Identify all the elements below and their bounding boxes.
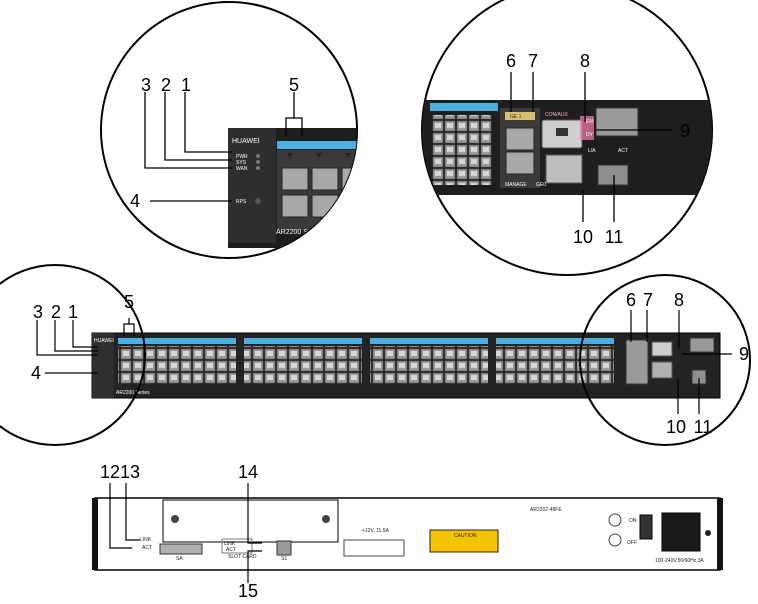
rear-model-label: AR2202-48FE xyxy=(530,507,562,513)
pwr-led xyxy=(256,154,260,158)
callout-11: 11 xyxy=(605,227,624,247)
zoom-circle-right: GE 1 CON/AUX EN DY L/A ACT MANAGE GE0 6 … xyxy=(421,0,713,276)
port-number-strip xyxy=(277,141,357,149)
slot-card xyxy=(162,499,339,543)
model-label-zoom: AR2200 S xyxy=(276,229,308,236)
callout-5: 5 xyxy=(289,75,299,95)
callout-1: 1 xyxy=(181,75,191,95)
port-module-3 xyxy=(370,338,488,384)
dc-input-label: +12V, 11.5A xyxy=(362,528,389,534)
mgmt-label: MANAGE xyxy=(505,182,527,188)
la-label: L/A xyxy=(588,148,596,154)
callout-9: 9 xyxy=(680,121,690,141)
link-label-s1: LINK xyxy=(224,541,236,547)
zoom-circle-left: HUAWEI PWR SYS WAN RPS AR2200 S 1 2 3 4 … xyxy=(100,1,358,259)
callout-14: 14 xyxy=(238,462,258,482)
callout-12: 12 xyxy=(100,462,120,482)
rps-label: RPS xyxy=(236,199,247,205)
callout-7-front: 7 xyxy=(643,290,653,310)
port-module-4 xyxy=(496,338,614,384)
on-label: ON xyxy=(629,518,637,524)
callout-13: 13 xyxy=(120,462,140,482)
callout-4: 4 xyxy=(130,191,140,211)
en-label: EN xyxy=(586,119,593,125)
front-panel: HUAWEI AR2200 Series xyxy=(91,332,721,399)
rear-panel: LINK ACT SA LINK ACT SLOT CARD S1 +12V, … xyxy=(92,462,723,601)
pwr-label: PWR xyxy=(236,154,248,160)
callout-3: 3 xyxy=(141,75,151,95)
port-module-2 xyxy=(244,338,362,384)
wan-led xyxy=(256,166,260,170)
callout-2: 2 xyxy=(161,75,171,95)
ge0-label: GE0 xyxy=(536,182,546,188)
zoom-circle-small-right: 6 7 8 9 10 11 xyxy=(579,274,751,446)
caution-text: CAUTION xyxy=(454,533,477,539)
act-label-s1: ACT xyxy=(226,547,236,553)
callout-15: 15 xyxy=(238,581,258,601)
callout-3-front: 3 xyxy=(33,302,43,322)
con-aux-label: CON/AUX xyxy=(545,112,568,118)
sys-label: SYS xyxy=(236,160,247,166)
port-module-1 xyxy=(118,338,236,384)
callout-9-front: 9 xyxy=(739,344,749,364)
caution-label xyxy=(429,529,499,553)
dy-label: DY xyxy=(586,132,594,138)
front-brand: HUAWEI xyxy=(94,338,114,344)
callout-8-front: 8 xyxy=(674,290,684,310)
act-label: ACT xyxy=(618,148,628,154)
off-label: OFF xyxy=(627,540,637,546)
ge1-label: GE 1 xyxy=(510,114,522,120)
callout-1-front: 1 xyxy=(68,302,78,322)
brand-label: HUAWEI xyxy=(232,138,260,145)
callout-6: 6 xyxy=(506,51,516,71)
s1-label: S1 xyxy=(281,556,287,562)
act-label-sa: ACT xyxy=(142,545,152,551)
wan-label: WAN xyxy=(236,166,248,172)
slot-card-label: SLOT CARD xyxy=(228,554,257,560)
callout-5-front: 5 xyxy=(124,292,134,312)
sys-led xyxy=(256,160,260,164)
callout-8: 8 xyxy=(580,51,590,71)
rps-led xyxy=(255,198,261,204)
zoom-circle-small-left: 1 2 3 4 5 xyxy=(0,264,146,446)
power-switch xyxy=(639,514,653,540)
power-rating-label: 100-240V,50/60Hz,3A xyxy=(655,558,704,564)
link-label-sa: LINK xyxy=(140,537,152,543)
callout-10: 10 xyxy=(573,227,593,247)
callout-7: 7 xyxy=(528,51,538,71)
ac-power-inlet xyxy=(661,512,701,552)
callout-10-front: 10 xyxy=(666,417,686,437)
callout-2-front: 2 xyxy=(51,302,61,322)
callout-4-front: 4 xyxy=(31,363,41,383)
front-model: AR2200 Series xyxy=(116,390,150,396)
callout-11-front: 11 xyxy=(694,417,713,437)
callout-6-front: 6 xyxy=(626,290,636,310)
sa-label: SA xyxy=(176,556,183,562)
